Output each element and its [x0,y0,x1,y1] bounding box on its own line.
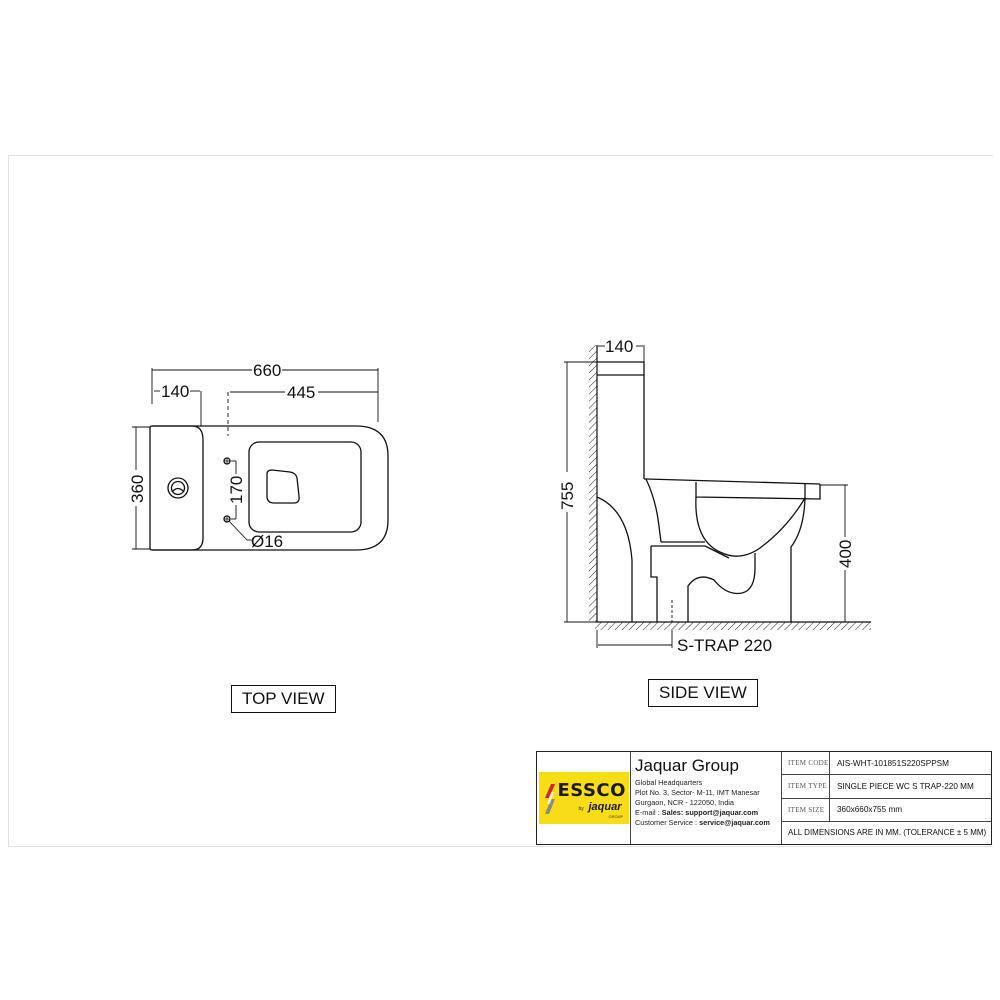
dim-diameter-16: Ø16 [251,532,283,551]
item-details-cell: ITEM CODE AIS-WHT-101851S220SPPSM ITEM T… [782,752,991,844]
logo-by: by [578,806,584,812]
logo-brand: ESSCO [557,780,626,801]
side-view-drawing [596,361,821,622]
top-view-drawing [149,425,389,551]
side-view-dimensions [564,345,848,648]
dim-170: 170 [227,476,246,504]
side-view-wall [589,345,598,622]
company-address-line: Gurgaon, NCR - 122050, India [635,798,734,807]
side-view-floor [595,621,871,630]
item-type-row: ITEM TYPE SINGLE PIECE WC S TRAP-220 MM [782,775,991,799]
service-label: Customer Service : [635,818,700,827]
item-size-key: ITEM SIZE [782,798,830,821]
top-view-dimensions [132,368,379,550]
item-code-key: ITEM CODE [782,752,830,775]
dim-360: 360 [128,475,147,503]
essco-logo: ESSCO by jaquar GROUP [538,772,629,824]
company-address-line: Plot No. 3, Sector- M-11, IMT Manesar [635,788,760,797]
item-code-value: AIS-WHT-101851S220SPPSM [837,758,949,768]
top-view-label: TOP VIEW [231,685,336,713]
item-size-value: 360x660x755 mm [837,805,903,815]
tolerance-note-row: ALL DIMENSIONS ARE IN MM. (TOLERANCE ± 5… [782,822,991,844]
company-service-line: Customer Service : service@jaquar.com [635,818,781,828]
company-cell: Jaquar Group Global Headquarters Plot No… [631,752,782,844]
dim-s-trap-220: S-TRAP 220 [677,636,772,655]
item-type-value: SINGLE PIECE WC S TRAP-220 MM [837,781,974,791]
dim-140-top: 140 [161,382,189,401]
item-code-row: ITEM CODE AIS-WHT-101851S220SPPSM [782,752,991,776]
side-view-dimension-text: 140 755 400 S-TRAP 220 [558,337,855,655]
title-block: ESSCO by jaquar GROUP Jaquar Group Globa… [536,751,992,845]
email-label: E-mail : [635,808,662,817]
company-address-line: Global Headquarters [635,778,703,787]
item-type-key: ITEM TYPE [782,775,830,798]
side-view-label: SIDE VIEW [648,679,758,707]
item-size-row: ITEM SIZE 360x660x755 mm [782,798,991,822]
company-name: Jaquar Group [635,756,739,775]
company-email-line: E-mail : Sales: support@jaquar.com [635,808,781,818]
logo-parent: jaquar [588,801,622,813]
drawing-sheet-border [8,155,993,847]
dim-660: 660 [253,361,281,380]
logo-parent-sub: GROUP [608,814,624,819]
tolerance-note: ALL DIMENSIONS ARE IN MM. (TOLERANCE ± 5… [788,828,987,838]
top-view-dimension-text: 660 140 445 360 170 Ø16 [128,361,315,551]
dim-445: 445 [287,383,315,402]
service-value: service@jaquar.com [699,818,770,827]
logo-stripes-icon [544,784,555,814]
logo-cell: ESSCO by jaquar GROUP [537,752,631,844]
dim-755: 755 [558,482,577,510]
dim-400: 400 [836,540,855,568]
email-value: Sales: support@jaquar.com [661,808,759,817]
dim-140-side: 140 [605,337,633,356]
